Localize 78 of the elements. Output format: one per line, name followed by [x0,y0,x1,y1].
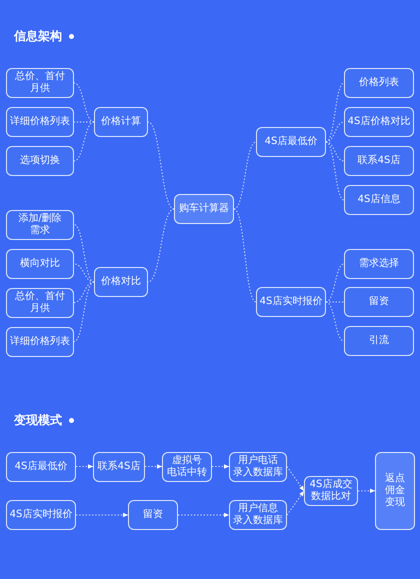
node-text: 需求选择 [359,258,399,270]
section-title: 变现模式 [14,412,62,428]
topic-box [344,326,414,356]
topic-box [344,249,414,279]
arrow [76,512,128,518]
topic-box [344,68,414,98]
node-text: 联系4S店 [98,460,140,472]
process-box [6,452,76,482]
topic-box [6,210,74,240]
node-text: 用户电话录入数据库 [233,454,283,478]
node-text: 横向对比 [20,258,60,270]
node-text: 联系4S店 [358,155,400,167]
node-text: 4S店价格对比 [348,116,410,128]
node-text: 4S店最低价 [14,460,68,472]
topic-box [6,68,74,98]
node-text: 购车计算器 [179,203,229,215]
connector-line [326,302,344,342]
topic-box [256,287,326,317]
connector-line [326,82,344,142]
node-text: 用户信息录入数据库 [233,503,283,527]
node-text: 总价、首付月供 [15,71,65,95]
node-text: 4S店最低价 [264,136,318,148]
connector-line [234,142,256,210]
connector-line [74,122,94,162]
topic-box [344,107,414,137]
process-box [128,500,178,530]
topic-box [6,326,74,356]
topic-box [344,146,414,176]
node-text: 总价、首付月供 [15,290,65,314]
connector-line [148,122,174,210]
node-text: 返点佣金变现 [385,472,405,509]
node-text: 价格列表 [359,77,399,89]
process-box [93,452,145,482]
topic-box [344,287,414,317]
arrow [144,464,162,469]
node-text: 详细价格列表 [10,116,70,128]
section-title: 信息架构 [14,28,62,44]
connector-line [74,82,94,122]
node-text: 4S店实时报价 [260,296,322,308]
connector-line [234,208,256,302]
node-text: 4S店成交数据比对 [310,479,352,503]
node-text: 价格计算 [101,116,141,128]
process-box [6,500,76,530]
connector-line [74,282,94,342]
connector-line [326,142,344,200]
connector-line [326,264,344,302]
node-text: 引流 [369,335,389,347]
process-box [304,476,358,506]
arrow [76,464,94,469]
node-text: 留资 [369,296,389,308]
node-text: 留资 [143,509,163,521]
topic-box [6,146,74,176]
node-text: 详细价格列表 [10,336,70,348]
connector-line [74,224,94,282]
arrow [212,464,230,469]
topic-box [94,267,148,297]
result-box [375,452,415,530]
process-box [162,452,212,482]
connector-line [74,282,94,303]
arrow [358,488,376,494]
node-text: 价格对比 [101,276,141,288]
topic-box [94,107,148,137]
connector-line [148,208,174,282]
topic-box [6,249,74,279]
node-text: 选项切换 [20,155,60,167]
node-text: 添加/删除需求 [18,212,62,236]
topic-box [6,288,74,318]
node-text: 虚拟号电话中转 [167,454,207,478]
arrow [286,490,304,516]
root-topic-box [174,194,234,224]
topic-box [6,107,74,137]
node-text: 4S店信息 [358,194,400,206]
connector-line [326,142,344,162]
arrow [178,512,230,518]
topic-box [344,185,414,215]
topic-box [256,127,326,157]
arrow [286,466,304,492]
node-text: 4S店实时报价 [10,509,72,521]
